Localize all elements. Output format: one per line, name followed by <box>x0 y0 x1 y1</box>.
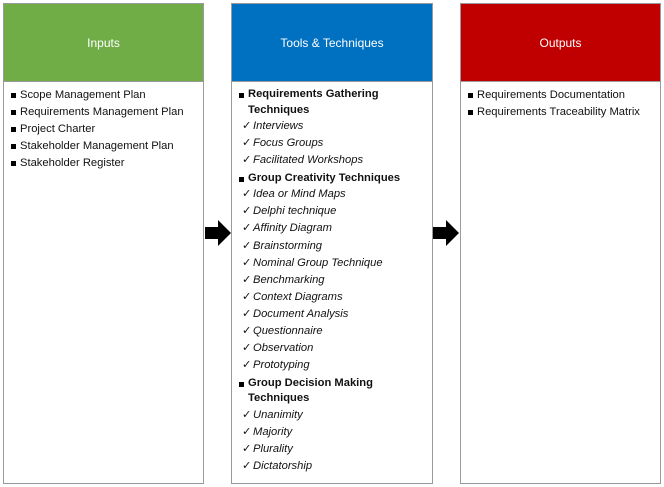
technique-item: ✓Focus Groups <box>242 135 426 152</box>
checkmark-icon: ✓ <box>242 290 252 303</box>
outputs-header: Outputs <box>461 4 660 82</box>
tools-techniques-header: Tools & Techniques <box>232 4 432 82</box>
right-arrow-icon <box>433 220 459 246</box>
technique-item: ✓Facilitated Workshops <box>242 152 426 169</box>
technique-item: ✓Affinity Diagram <box>242 220 426 237</box>
technique-item: ✓Majority <box>242 424 426 441</box>
technique-label: Affinity Diagram <box>253 222 332 235</box>
technique-label: Questionnaire <box>253 325 323 338</box>
technique-group-title: Group Creativity Techniques <box>238 171 426 187</box>
checkmark-icon: ✓ <box>242 205 252 218</box>
technique-item: ✓Idea or Mind Maps <box>242 186 426 203</box>
technique-item: ✓Observation <box>242 340 426 357</box>
inputs-header: Inputs <box>4 4 203 82</box>
technique-label: Context Diagrams <box>253 290 343 303</box>
checkmark-icon: ✓ <box>242 425 252 438</box>
technique-item: ✓Delphi technique <box>242 203 426 220</box>
outputs-list-item: Requirements Traceability Matrix <box>467 104 654 121</box>
technique-label: Delphi technique <box>253 205 337 218</box>
technique-label: Unanimity <box>253 408 303 421</box>
checkmark-icon: ✓ <box>242 325 252 338</box>
tools-techniques-column: Tools & Techniques Requirements Gatherin… <box>231 3 433 484</box>
technique-label: Focus Groups <box>253 137 324 150</box>
checkmark-icon: ✓ <box>242 120 252 132</box>
technique-label: Nominal Group Technique <box>253 256 383 269</box>
checkmark-icon: ✓ <box>242 256 252 269</box>
technique-item: ✓Nominal Group Technique <box>242 255 426 272</box>
technique-label: Idea or Mind Maps <box>253 188 346 201</box>
technique-list: ✓Interviews✓Focus Groups✓Facilitated Wor… <box>238 118 426 169</box>
right-arrow-icon <box>205 220 231 246</box>
technique-group: Group Decision Making Techniques✓Unanimi… <box>238 376 426 475</box>
checkmark-icon: ✓ <box>242 342 252 355</box>
technique-label: Document Analysis <box>253 307 349 320</box>
technique-label: Prototyping <box>253 359 310 372</box>
technique-item: ✓Dictatorship <box>242 458 426 475</box>
outputs-list-item: Requirements Documentation <box>467 87 654 104</box>
technique-item: ✓Benchmarking <box>242 272 426 289</box>
checkmark-icon: ✓ <box>242 408 252 421</box>
technique-group: Requirements Gathering Techniques✓Interv… <box>238 87 426 169</box>
inputs-list-item: Stakeholder Register <box>10 155 197 172</box>
technique-group: Group Creativity Techniques✓Idea or Mind… <box>238 171 426 375</box>
technique-label: Facilitated Workshops <box>253 154 364 167</box>
technique-item: ✓Plurality <box>242 441 426 458</box>
checkmark-icon: ✓ <box>242 137 252 150</box>
checkmark-icon: ✓ <box>242 239 252 252</box>
technique-label: Dictatorship <box>253 460 313 473</box>
checkmark-icon: ✓ <box>242 188 252 201</box>
technique-label: Benchmarking <box>253 273 325 286</box>
technique-item: ✓Context Diagrams <box>242 289 426 306</box>
technique-item: ✓Document Analysis <box>242 306 426 323</box>
technique-label: Majority <box>253 425 293 438</box>
checkmark-icon: ✓ <box>242 307 252 320</box>
checkmark-icon: ✓ <box>242 443 252 455</box>
technique-label: Interviews <box>253 120 304 132</box>
checkmark-icon: ✓ <box>242 460 252 473</box>
technique-item: ✓Prototyping <box>242 357 426 374</box>
inputs-list-item: Project Charter <box>10 121 197 138</box>
technique-list: ✓Unanimity✓Majority✓Plurality✓Dictatorsh… <box>238 407 426 475</box>
technique-item: ✓Brainstorming <box>242 238 426 255</box>
technique-label: Plurality <box>253 443 293 455</box>
technique-label: Brainstorming <box>253 239 323 252</box>
checkmark-icon: ✓ <box>242 273 252 286</box>
checkmark-icon: ✓ <box>242 222 252 235</box>
technique-group-title: Requirements Gathering Techniques <box>238 87 426 118</box>
technique-item: ✓Questionnaire <box>242 323 426 340</box>
technique-group-title: Group Decision Making Techniques <box>238 376 426 407</box>
inputs-list-item: Requirements Management Plan <box>10 104 197 121</box>
inputs-list-item: Scope Management Plan <box>10 87 197 104</box>
checkmark-icon: ✓ <box>242 154 252 167</box>
tools-techniques-groups: Requirements Gathering Techniques✓Interv… <box>238 87 426 475</box>
technique-label: Observation <box>253 342 314 355</box>
inputs-list-item: Stakeholder Management Plan <box>10 138 197 155</box>
technique-list: ✓Idea or Mind Maps✓Delphi technique✓Affi… <box>238 186 426 374</box>
technique-item: ✓Interviews <box>242 118 426 135</box>
checkmark-icon: ✓ <box>242 359 252 372</box>
technique-item: ✓Unanimity <box>242 407 426 424</box>
